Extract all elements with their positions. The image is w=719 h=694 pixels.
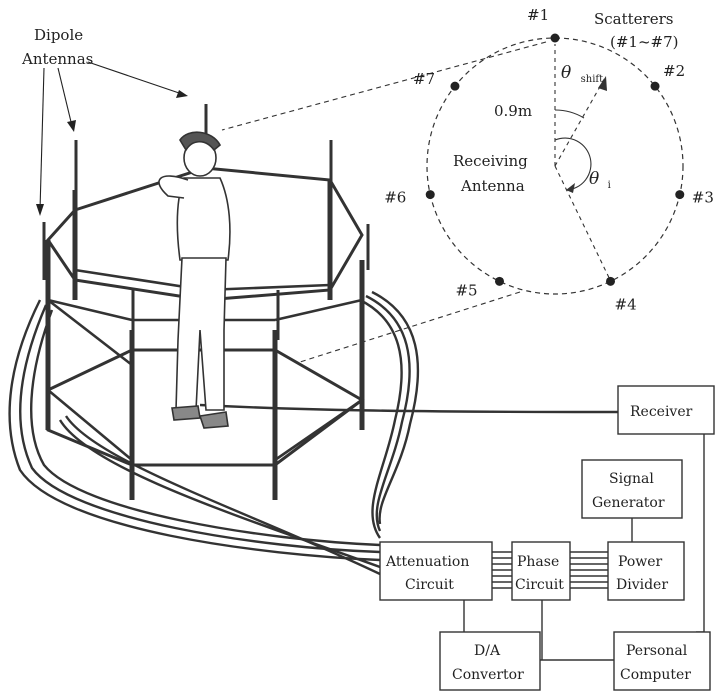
scatterer-label: #4	[615, 295, 637, 313]
scatterer-point	[494, 276, 504, 286]
scatterer-circle	[426, 37, 684, 295]
power-divider-block: Power Divider	[607, 541, 685, 601]
scatterer-point	[675, 190, 685, 200]
theta-i-arc	[554, 137, 592, 191]
shift-direction-arrow	[554, 75, 607, 167]
signal-generator-block: Signal Generator	[581, 459, 683, 519]
scatterers-label-line2: (#1~#7)	[610, 33, 679, 51]
da-convertor-label-line2: Convertor	[452, 667, 524, 683]
scatterer-label: #5	[455, 281, 477, 299]
theta-shift-subscript: shift	[581, 74, 604, 85]
receiving-antenna-label-line1: Receiving	[453, 152, 528, 170]
rig-cables	[8, 290, 621, 576]
theta-i-symbol: θ	[589, 169, 599, 189]
da-convertor-block: D/A Convertor	[439, 631, 541, 691]
scatterer-point	[650, 81, 660, 91]
attenuation-circuit-label-line1: Attenuation	[385, 554, 469, 570]
scatterers-label-line1: Scatterers	[594, 10, 673, 28]
scatterer-label: #3	[692, 189, 714, 207]
theta-i-arrowhead	[566, 183, 575, 193]
phase-circuit-label-line1: Phase	[517, 554, 559, 570]
scatterer-label: #2	[663, 62, 685, 80]
power-divider-label-line2: Divider	[616, 577, 668, 593]
receiver-label: Receiver	[630, 404, 693, 420]
parallel-lines-phase-power	[570, 551, 608, 589]
personal-computer-label-line1: Personal	[626, 643, 688, 659]
signal-generator-label-line1: Signal	[609, 471, 654, 487]
scatterer-label: #6	[384, 189, 406, 207]
antenna-rig	[8, 104, 621, 576]
incident-direction-line	[554, 165, 615, 289]
scatterer-ring-inset: #1 #2 #3 #4 #5 #6 #7	[221, 6, 714, 363]
dipole-antennas-label-line2: Antennas	[21, 50, 93, 68]
scatterer-point	[425, 190, 435, 200]
theta-i-label: θ i	[589, 169, 611, 191]
scatterer-label: #1	[527, 6, 549, 24]
signal-generator-label-line2: Generator	[592, 495, 665, 511]
theta-shift-arc	[554, 109, 585, 119]
personal-computer-block: Personal Computer	[613, 631, 711, 691]
power-divider-label-line1: Power	[618, 554, 663, 570]
scatterer-point	[450, 81, 460, 91]
parallel-lines-att-phase	[492, 551, 512, 589]
attenuation-circuit-block: Attenuation Circuit	[379, 541, 493, 601]
receiver-block: Receiver	[617, 385, 715, 435]
person-figure	[158, 131, 231, 429]
phase-circuit-label-line2: Circuit	[515, 577, 564, 593]
da-convertor-label-line1: D/A	[474, 643, 501, 659]
receiving-antenna-label-line2: Antenna	[460, 177, 525, 195]
attenuation-circuit-label-line2: Circuit	[405, 577, 454, 593]
rig-poles	[45, 180, 365, 500]
scatterer-point	[550, 33, 560, 43]
personal-computer-label-line2: Computer	[620, 667, 691, 683]
scatterer-point	[606, 276, 616, 286]
radius-label: 0.9m	[494, 102, 532, 120]
theta-shift-symbol: θ	[561, 63, 571, 83]
dipole-antennas-label-line1: Dipole	[34, 26, 83, 44]
theta-i-subscript: i	[608, 180, 611, 191]
shift-arrowhead	[598, 76, 607, 91]
theta-shift-label: θ shift	[561, 63, 603, 85]
scatterer-label: #7	[413, 70, 435, 88]
dipole-label-arrows	[36, 61, 188, 216]
rig-front-ring	[46, 348, 365, 467]
phase-circuit-block: Phase Circuit	[511, 541, 571, 601]
projection-line-bottom	[299, 291, 521, 363]
projection-line-top	[221, 41, 547, 131]
dipole-antennas	[42, 104, 370, 340]
